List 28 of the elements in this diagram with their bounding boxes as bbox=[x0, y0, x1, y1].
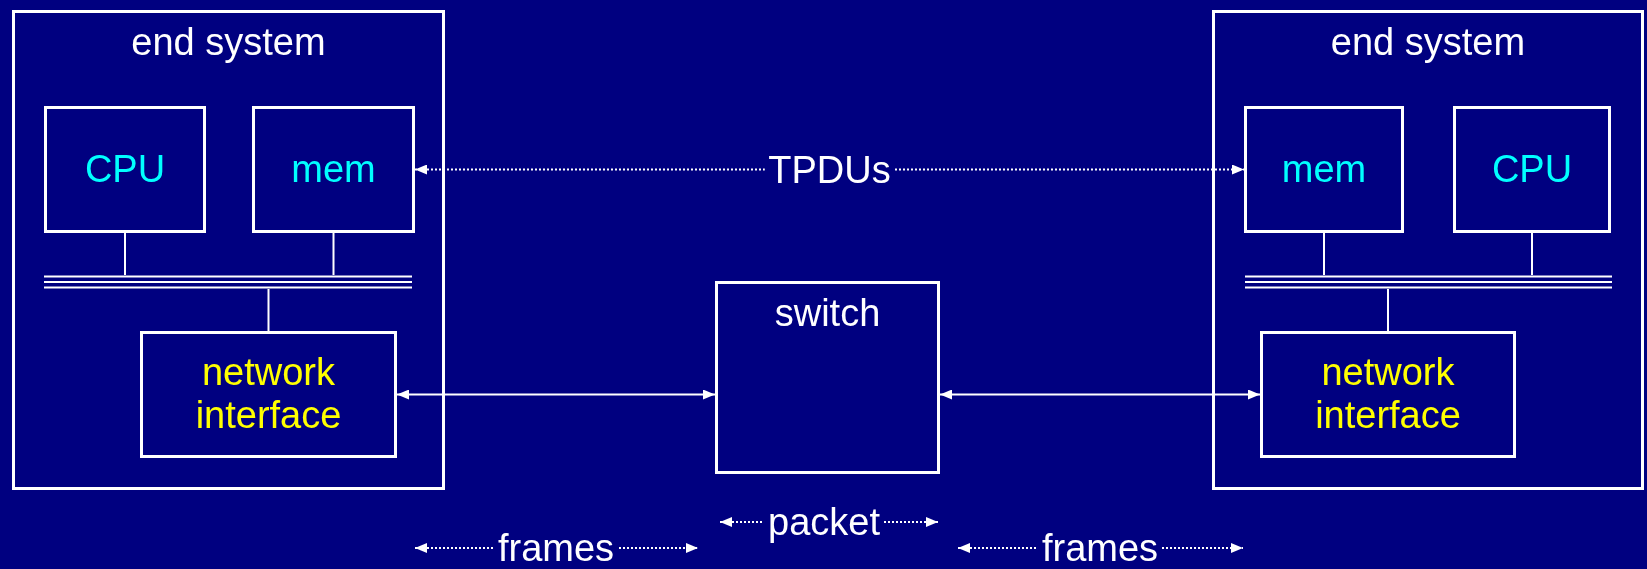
interface-box bbox=[140, 331, 397, 458]
component-box bbox=[252, 106, 415, 233]
node-label: mem bbox=[290, 147, 377, 192]
arrow bbox=[939, 389, 1261, 400]
switch-box bbox=[715, 281, 940, 474]
node-label: switch bbox=[773, 292, 882, 336]
system-box bbox=[1212, 10, 1644, 490]
node-label: network interface bbox=[1314, 350, 1462, 439]
connector-line bbox=[332, 232, 335, 276]
arrow bbox=[396, 389, 716, 400]
connector-line bbox=[1323, 232, 1325, 276]
connector-line bbox=[1531, 232, 1533, 276]
node-label: network interface bbox=[194, 350, 343, 439]
bus-lines bbox=[44, 275, 412, 289]
node-label: CPU bbox=[83, 147, 167, 192]
interface-box bbox=[1260, 331, 1516, 458]
component-box bbox=[1244, 106, 1404, 233]
bus-lines bbox=[1245, 275, 1612, 289]
node-label: mem bbox=[1280, 147, 1368, 192]
node-label: CPU bbox=[1490, 147, 1574, 192]
connector-line bbox=[1387, 288, 1389, 332]
component-box bbox=[1453, 106, 1611, 233]
connector-line bbox=[124, 232, 126, 276]
system-box bbox=[12, 10, 445, 490]
component-box bbox=[44, 106, 206, 233]
node-label: end system bbox=[1329, 21, 1527, 65]
node-label: end system bbox=[130, 21, 327, 65]
connector-line bbox=[267, 288, 270, 332]
